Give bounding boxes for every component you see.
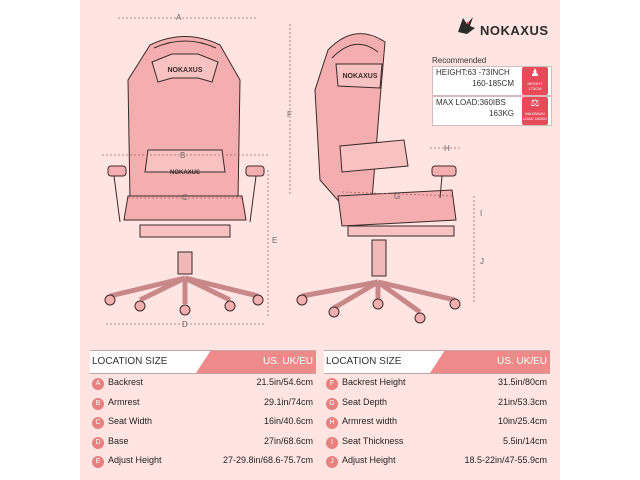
dim-letter-i: I xyxy=(480,209,483,218)
table-row: C Seat Width 16in/40.6cm xyxy=(90,413,316,433)
table-row: H Armrest width 10in/25.4cm xyxy=(324,413,550,433)
table-row: A Backrest 21.5in/54.6cm xyxy=(90,374,316,394)
row-label: Seat Thickness xyxy=(342,435,404,446)
front-chair-logo: NOKAXUS xyxy=(167,67,202,74)
table-row: G Seat Depth 21in/53.3cm xyxy=(324,394,550,414)
row-letter-badge: I xyxy=(326,436,338,449)
row-letter-badge: D xyxy=(92,436,104,449)
front-base xyxy=(109,275,259,304)
row-letter-badge: B xyxy=(92,397,104,410)
front-seat xyxy=(123,195,247,221)
row-label: Armrest xyxy=(108,396,140,407)
load-spec-box: MAX LOAD:360IBS 163KG ⚖ MAXIMUM LOAD 160… xyxy=(432,96,552,126)
brand-name: NOKAXUS xyxy=(480,23,549,38)
recommended-title: Recommended xyxy=(432,56,487,65)
dim-letter-j: J xyxy=(480,257,484,266)
side-base xyxy=(301,279,456,315)
side-headpillow xyxy=(335,63,383,89)
row-value: 27in/68.6cm xyxy=(263,435,313,446)
table-row: I Seat Thickness 5.5in/14cm xyxy=(324,433,550,453)
row-label: Seat Depth xyxy=(342,396,388,407)
height-spec-line2: 160-185CM xyxy=(472,79,514,88)
size-table-left: LOCATION SIZE US. UK/EU A Backrest 21.5in/… xyxy=(90,350,316,472)
row-label: Backrest xyxy=(108,377,144,387)
side-seat xyxy=(337,189,457,227)
load-spec-line2: 163KG xyxy=(489,109,514,118)
row-value: 18.5-22in/47-55.9cm xyxy=(464,455,547,465)
table-row: J Adjust Height 18.5-22in/47-55.9cm xyxy=(324,452,550,472)
row-letter-badge: E xyxy=(92,456,104,468)
product-image: NOKAXUS NOKAXUS NOKAXUS A B C D E F G H … xyxy=(80,0,560,480)
row-label: Adjust Height xyxy=(108,455,162,465)
dim-letter-f: F xyxy=(287,110,292,119)
dim-letter-g: G xyxy=(394,192,401,201)
chair-dimension-diagram: NOKAXUS NOKAXUS NOKAXUS xyxy=(102,17,475,325)
header-location-size: LOCATION SIZE xyxy=(90,351,220,373)
header-units: US. UK/EU xyxy=(430,351,550,373)
row-value: 10in/25.4cm xyxy=(497,416,547,426)
row-letter-badge: G xyxy=(326,397,338,410)
side-lumbar-pillow xyxy=(339,139,409,173)
front-lumbar-pillow xyxy=(144,149,226,173)
front-headpillow xyxy=(151,53,219,83)
row-value: 21.5in/54.6cm xyxy=(256,377,313,387)
row-label: Adjust Height xyxy=(342,455,396,465)
front-seat-logo: NOKAXUS xyxy=(170,170,200,176)
dim-letter-h: H xyxy=(444,144,450,153)
row-value: 16in/40.6cm xyxy=(263,416,313,426)
height-icon-label: HEIGHT 173CM xyxy=(527,81,543,91)
row-letter-badge: F xyxy=(326,378,338,390)
row-label: Base xyxy=(108,435,129,446)
table-row: D Base 27in/68.6cm xyxy=(90,433,316,453)
front-footrest xyxy=(139,224,231,238)
height-spec-box: HEIGHT:63 -73INCH 160-185CM ♟ HEIGHT 173… xyxy=(432,66,552,96)
dim-letter-d: D xyxy=(182,320,188,329)
table-row: F Backrest Height 31.5in/80cm xyxy=(324,374,550,394)
dim-letter-c: C xyxy=(182,193,188,202)
side-chair-logo: NOKAXUS xyxy=(342,73,377,80)
row-label: Backrest Height xyxy=(342,377,406,387)
dim-letter-a: A xyxy=(176,13,182,22)
table-row: B Armrest 29.1in/74cm xyxy=(90,394,316,414)
side-footrest xyxy=(347,225,455,237)
row-letter-badge: H xyxy=(326,417,338,429)
row-value: 5.5in/14cm xyxy=(502,435,547,446)
table-row: E Adjust Height 27-29.8in/68.6-75.7cm xyxy=(90,452,316,472)
header-location-size: LOCATION SIZE xyxy=(324,351,454,373)
side-backrest xyxy=(314,33,386,206)
row-letter-badge: J xyxy=(326,456,338,468)
person-height-icon: ♟ HEIGHT 173CM xyxy=(522,67,548,95)
dim-letter-e: E xyxy=(272,236,278,245)
row-value: 29.1in/74cm xyxy=(263,396,313,407)
row-label: Armrest width xyxy=(342,416,398,426)
header-units: US. UK/EU xyxy=(196,351,316,373)
load-spec-line1: MAX LOAD:360IBS xyxy=(436,98,506,107)
row-letter-badge: A xyxy=(92,378,104,390)
height-spec-line1: HEIGHT:63 -73INCH xyxy=(436,68,510,77)
weight-icon: ⚖ MAXIMUM LOAD 160KG xyxy=(522,97,548,125)
row-letter-badge: C xyxy=(92,417,104,429)
size-table-right: LOCATION SIZE US. UK/EU F Backrest Height… xyxy=(324,350,550,472)
load-icon-label: MAXIMUM LOAD 160KG xyxy=(522,111,548,121)
dim-letter-b: B xyxy=(180,151,186,160)
row-label: Seat Width xyxy=(108,416,153,426)
table-header: LOCATION SIZE US. UK/EU xyxy=(90,350,316,374)
table-header: LOCATION SIZE US. UK/EU xyxy=(324,350,550,374)
row-value: 21in/53.3cm xyxy=(497,396,547,407)
row-value: 27-29.8in/68.6-75.7cm xyxy=(222,455,313,465)
dragon-logo-icon xyxy=(458,17,475,34)
row-value: 31.5in/80cm xyxy=(497,377,547,387)
